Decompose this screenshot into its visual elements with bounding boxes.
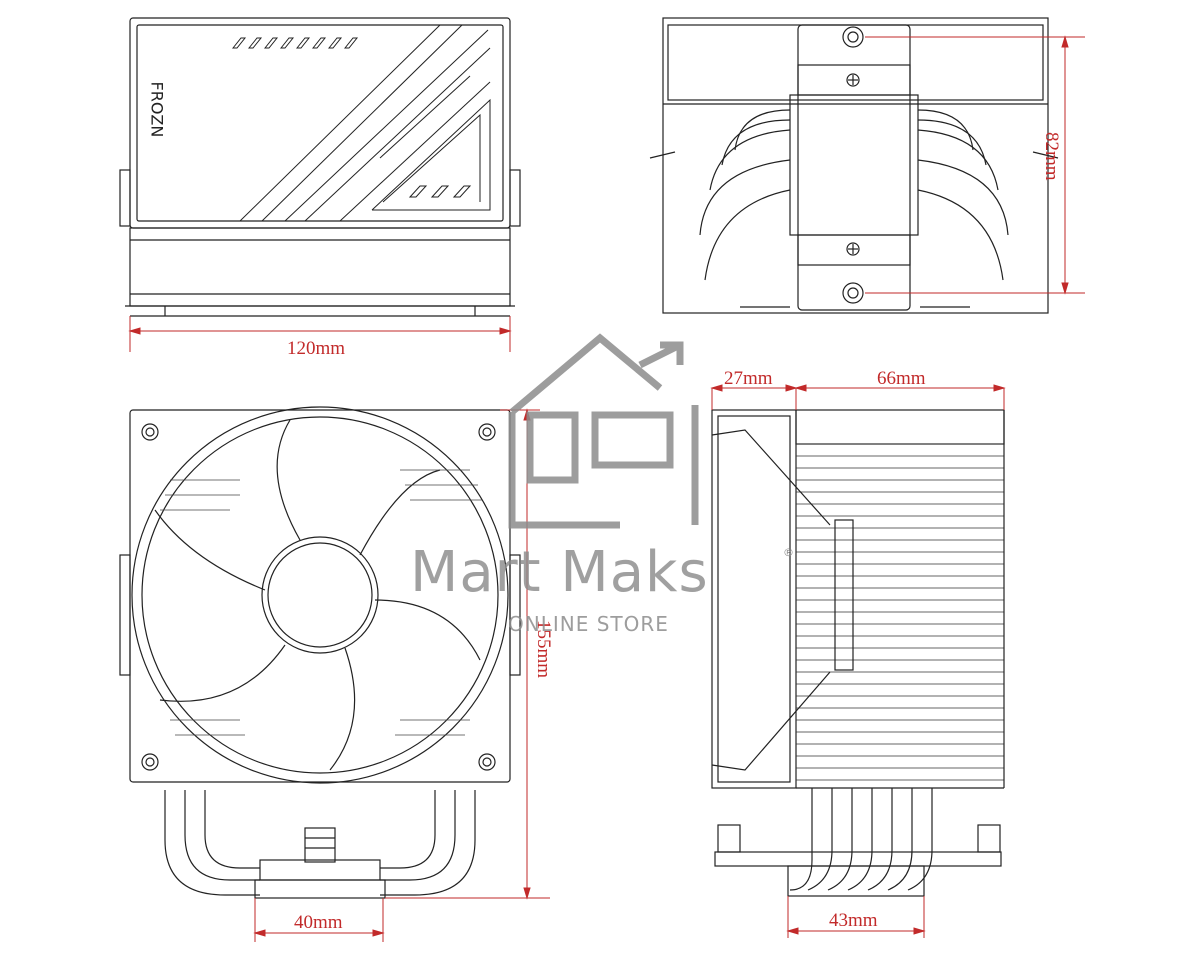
side-view — [649, 17, 1059, 314]
fan-blades — [154, 419, 481, 771]
heatpipes-side — [699, 109, 1009, 281]
fan-side-view — [711, 409, 1005, 897]
top-vent-slots — [231, 37, 472, 198]
dimension-lines — [128, 35, 1085, 942]
dimension-height-label: 82mm — [1041, 132, 1062, 181]
fin-stack-side — [796, 443, 1004, 781]
top-view — [119, 17, 521, 317]
watermark-house-icon — [508, 333, 699, 529]
watermark-registered-mark: ® — [783, 546, 794, 559]
front-view — [119, 406, 521, 899]
watermark-tagline: ONLINE STORE — [508, 612, 669, 636]
dimension-fan-depth-label: 27mm — [724, 368, 773, 389]
dimension-width-label: 120mm — [287, 338, 346, 359]
heatpipes-side-bottom — [789, 788, 933, 891]
dimension-base-width-43-label: 43mm — [829, 910, 878, 931]
heatpipes-front — [164, 790, 476, 896]
product-logo: FROZN — [147, 81, 167, 138]
fin-lines-front — [160, 469, 482, 736]
dimension-base-width-40-label: 40mm — [294, 912, 343, 933]
watermark-brand: Mart Maks — [410, 540, 709, 605]
dimension-fin-depth-label: 66mm — [877, 368, 926, 389]
